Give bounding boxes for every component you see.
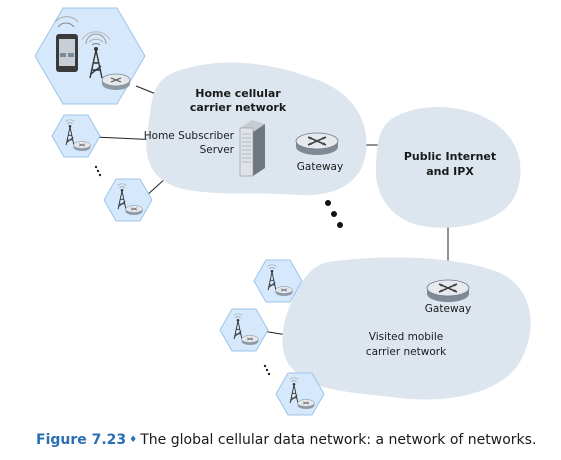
visited-small-cell-3 — [275, 372, 325, 416]
visited-network-label-line1: Visited mobile — [369, 331, 443, 343]
smartphone-icon — [54, 16, 79, 72]
hss-label-line1: Home Subscriber — [144, 130, 235, 142]
base-station-icon — [101, 73, 131, 91]
hss-label-line2: Server — [200, 144, 235, 156]
public-internet-label-line2: and IPX — [426, 165, 474, 178]
visited-small-cell-1 — [253, 259, 303, 303]
home-gateway-router-icon — [295, 132, 339, 156]
home-network-label-line2: carrier network — [190, 101, 287, 114]
visited-gateway-router-icon — [426, 279, 470, 303]
figure-caption: Figure 7.23♦The global cellular data net… — [36, 432, 556, 448]
visited-network-label-line2: carrier network — [366, 346, 447, 358]
public-internet-cloud — [375, 107, 521, 228]
home-small-cell-1 — [51, 114, 101, 158]
server-icon — [239, 120, 265, 177]
visited-network-cloud — [282, 257, 531, 400]
home-small-cell-2 — [103, 178, 153, 222]
home-network-label-line1: Home cellular — [195, 87, 281, 100]
network-diagram: Home cellular carrier network Home Subsc… — [34, 7, 531, 416]
caption-text: The global cellular data network: a netw… — [140, 432, 537, 448]
visited-gateway-label: Gateway — [425, 303, 471, 315]
ellipsis-dots — [263, 364, 271, 376]
ellipsis-dots — [94, 165, 102, 177]
caption-separator: ♦ — [129, 435, 138, 445]
figure-label: Figure 7.23 — [36, 432, 127, 448]
public-internet-label-line1: Public Internet — [404, 150, 496, 163]
home-large-cell — [34, 7, 146, 105]
visited-small-cell-2 — [219, 308, 269, 352]
network-ellipsis — [325, 200, 343, 228]
home-gateway-label: Gateway — [297, 161, 343, 173]
